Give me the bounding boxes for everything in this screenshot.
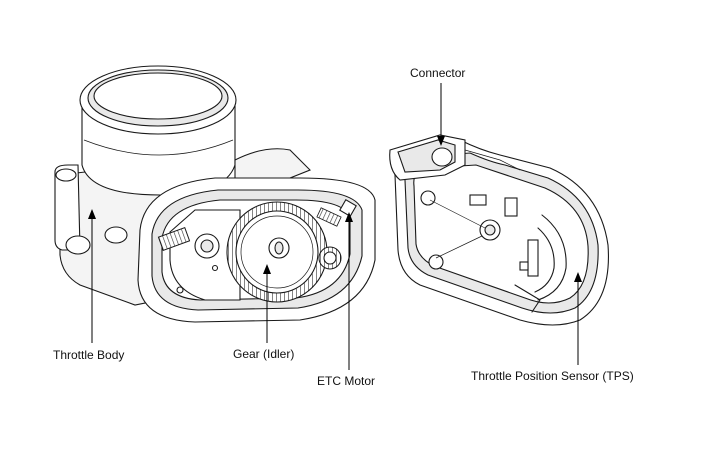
gear-idler-label: Gear (Idler) <box>233 347 295 361</box>
connector-label: Connector <box>410 66 466 80</box>
idler-gear <box>226 201 328 303</box>
etc-motor-label: ETC Motor <box>317 374 376 388</box>
tps-cover-drawing <box>389 134 609 326</box>
connector-drawing <box>389 134 521 181</box>
leader-lines <box>88 83 582 370</box>
motor-pinion <box>316 199 357 270</box>
throttle-body-label: Throttle Body <box>53 348 125 362</box>
tps-label: Throttle Position Sensor (TPS) <box>471 369 634 383</box>
sector-gear <box>157 209 241 301</box>
throttle-body-drawing <box>54 65 376 323</box>
